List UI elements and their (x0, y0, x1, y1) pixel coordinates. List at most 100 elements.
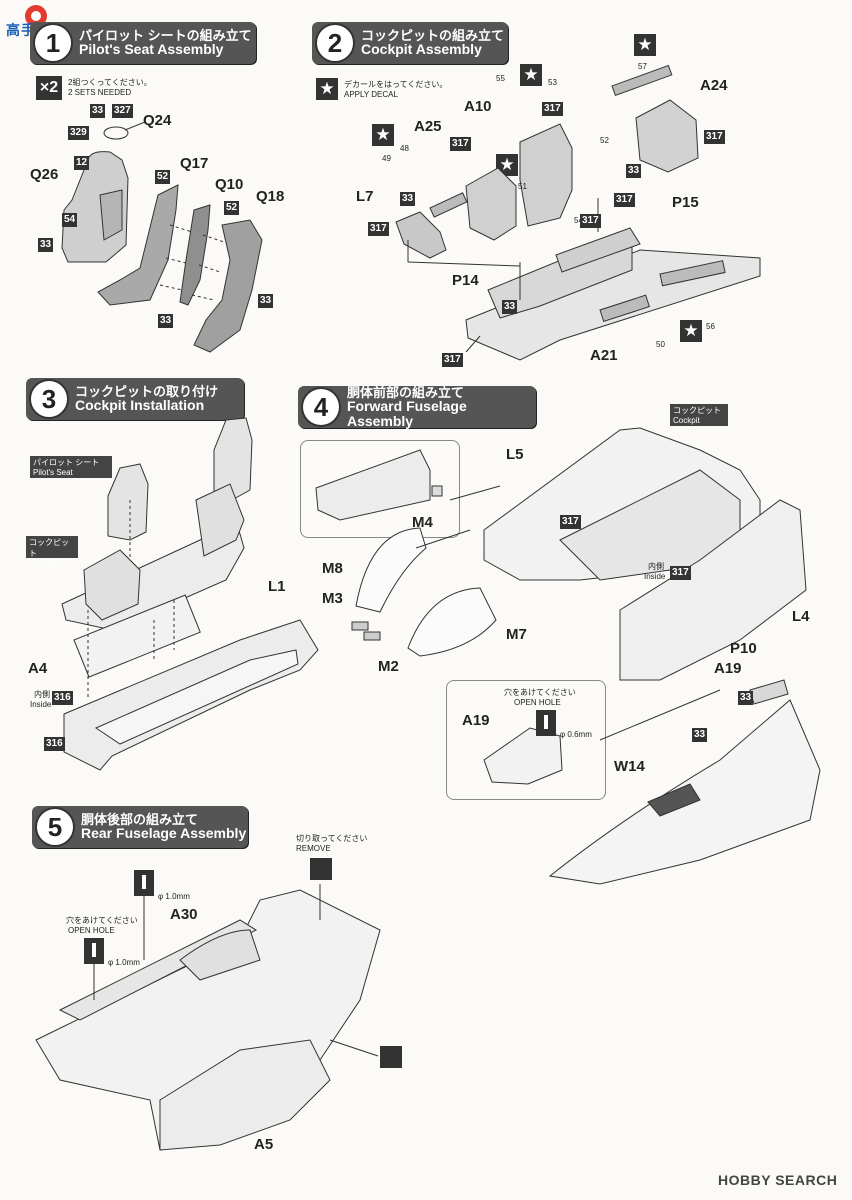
watermark-graphic (25, 5, 47, 27)
decal-star-icon: ★ (372, 124, 394, 146)
part-label-p15: P15 (672, 194, 699, 211)
part-label-q24: Q24 (143, 112, 172, 129)
step-3-number: 3 (29, 379, 69, 419)
sets-note-en: 2 SETS NEEDED (68, 88, 132, 97)
step-3-title-en: Cockpit Installation (75, 397, 205, 414)
part-label-q18: Q18 (256, 188, 285, 205)
color-code-badge: 316 (44, 737, 65, 751)
decal-number: 57 (638, 62, 647, 71)
color-code-badge: 33 (158, 314, 174, 328)
open-hole-jp: 穴をあけてください (66, 916, 138, 925)
step-4-header: 4 胴体前部の組み立て Forward Fuselage Assembly (298, 385, 536, 429)
pilot-seat-callout-en: Pilot's Seat (33, 468, 73, 477)
color-code-badge: 317 (442, 353, 463, 367)
part-label-p10: P10 (730, 640, 757, 657)
color-code-badge: 33 (738, 691, 754, 705)
sets-note-jp: 2組つくってください。 (68, 78, 152, 87)
cockpit-callout-jp: コックピット (673, 406, 721, 415)
hole-size: φ 0.6mm (560, 730, 592, 739)
step-1-header: 1 パイロット シートの組み立て Pilot's Seat Assembly (30, 22, 256, 64)
color-code-badge: 327 (112, 104, 133, 118)
color-code-badge: 33 (692, 728, 708, 742)
decal-number: 56 (706, 322, 715, 331)
decal-star-icon: ★ (316, 78, 338, 100)
decal-note-jp: デカールをはってください。 (344, 80, 448, 89)
part-label-m2: M2 (378, 658, 399, 675)
step-5-header: 5 胴体後部の組み立て Rear Fuselage Assembly (32, 806, 248, 848)
color-code-badge: 317 (614, 193, 635, 207)
part-label-l7: L7 (356, 188, 374, 205)
step-5-title-en: Rear Fuselage Assembly (81, 825, 247, 842)
part-label-a30: A30 (170, 906, 198, 923)
step-1-title-jp: パイロット シートの組み立て (79, 27, 252, 43)
sets-multiplier-badge: ×2 (36, 76, 62, 100)
part-label-m8: M8 (322, 560, 343, 577)
hole-size-2: φ 1.0mm (108, 958, 140, 967)
step-3-title-jp: コックピットの取り付け (75, 383, 219, 399)
cockpit-callout: コックピット Cockpit (26, 536, 78, 568)
m4-detail-frame (300, 440, 460, 538)
part-label-m7: M7 (506, 626, 527, 643)
part-label-l5: L5 (506, 446, 524, 463)
decal-number: 51 (518, 182, 527, 191)
drill-icon (84, 938, 104, 964)
cockpit-callout-jp: コックピット (29, 538, 69, 558)
remove-cut-icon (380, 1046, 402, 1068)
part-label-q17: Q17 (180, 155, 209, 172)
color-code-badge: 52 (224, 201, 240, 215)
part-label-a24: A24 (700, 77, 728, 94)
part-label-a10: A10 (464, 98, 492, 115)
drill-icon (536, 710, 556, 736)
inside-label-en: Inside (30, 700, 52, 709)
inside-label-jp: 内側 (34, 690, 50, 699)
remove-cut-icon (310, 858, 332, 880)
part-label-l4: L4 (792, 608, 810, 625)
decal-number: 53 (548, 78, 557, 87)
step-2-title-en: Cockpit Assembly (361, 41, 482, 58)
color-code-badge: 317 (670, 566, 691, 580)
color-code-badge: 317 (704, 130, 725, 144)
decal-number: 49 (382, 154, 391, 163)
decal-note-en: APPLY DECAL (344, 90, 398, 99)
part-label-w14: W14 (614, 758, 645, 775)
step-5-title-jp: 胴体後部の組み立て (81, 811, 199, 827)
part-label-a5: A5 (254, 1136, 274, 1153)
decal-number: 50 (656, 340, 665, 349)
pilot-seat-callout: パイロット シート Pilot's Seat (30, 456, 112, 478)
open-hole-en: OPEN HOLE (68, 926, 115, 935)
color-code-badge: 52 (155, 170, 171, 184)
decal-number: 55 (496, 74, 505, 83)
color-code-badge: 33 (258, 294, 274, 308)
step-4-number: 4 (301, 387, 341, 427)
color-code-badge: 317 (542, 102, 563, 116)
step-2-header: 2 コックピットの組み立て Cockpit Assembly (312, 22, 508, 64)
inside-label-jp: 内側 (648, 562, 664, 571)
decal-star-icon: ★ (680, 320, 702, 342)
decal-star-icon: ★ (520, 64, 542, 86)
part-label-a25: A25 (414, 118, 442, 135)
inside-label-en: Inside (644, 572, 666, 581)
part-label-m3: M3 (322, 590, 343, 607)
hole-size-1: φ 1.0mm (158, 892, 190, 901)
step-4-title-en: Forward Fuselage Assembly (346, 398, 467, 429)
part-label-q10: Q10 (215, 176, 244, 193)
color-code-badge: 33 (502, 300, 518, 314)
open-hole-en: OPEN HOLE (514, 698, 561, 707)
color-code-badge: 54 (62, 213, 78, 227)
step-1-title-en: Pilot's Seat Assembly (79, 41, 224, 58)
decal-number: 48 (400, 144, 409, 153)
decal-star-icon: ★ (496, 154, 518, 176)
color-code-badge: 316 (52, 691, 73, 705)
cockpit-callout-en: Cockpit (29, 559, 56, 568)
part-label-q26: Q26 (30, 166, 59, 183)
color-code-badge: 33 (90, 104, 106, 118)
color-code-badge: 33 (400, 192, 416, 206)
part-label-a19-detail: A19 (462, 712, 490, 729)
step-3-header: 3 コックピットの取り付け Cockpit Installation (26, 378, 244, 420)
drill-icon (134, 870, 154, 896)
